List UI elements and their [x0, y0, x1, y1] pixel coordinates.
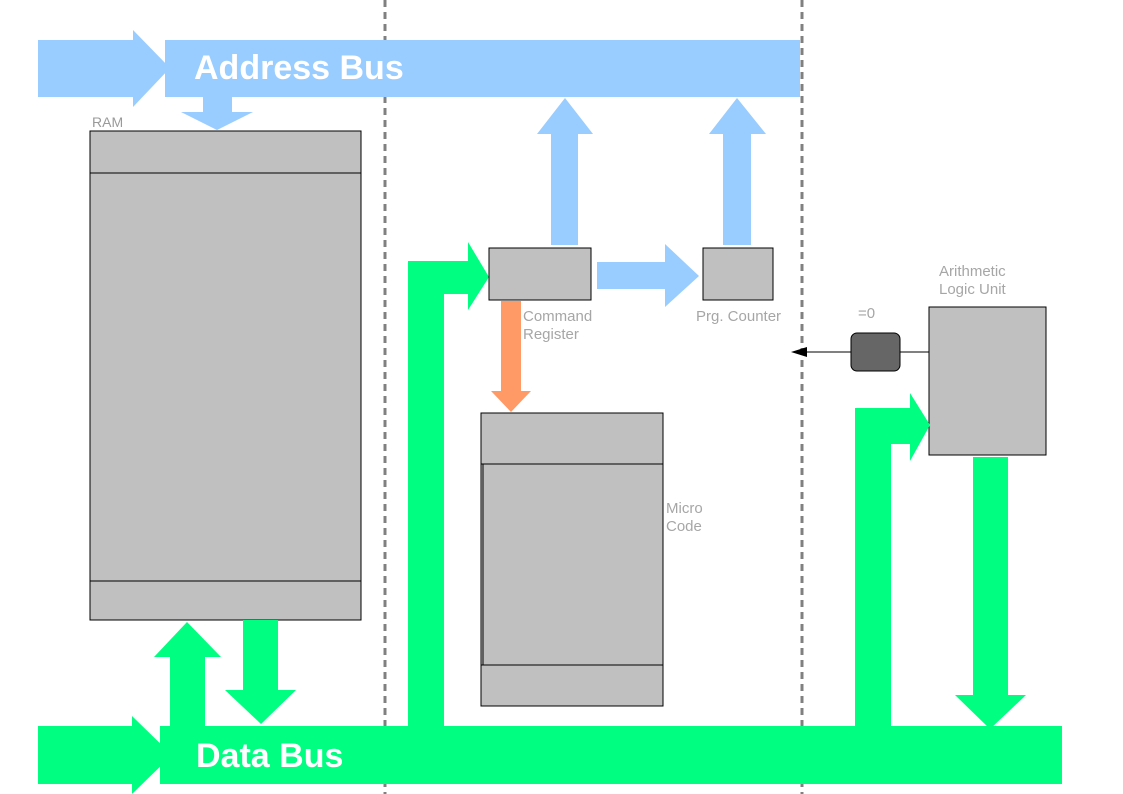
address-bus-body [165, 40, 800, 97]
ram-block [89, 130, 362, 621]
data-bus-body [160, 726, 1062, 784]
command-register-box [488, 247, 592, 301]
zero-flag-box [850, 332, 901, 372]
microcode-block [480, 412, 664, 707]
zero-flag-label: =0 [858, 305, 875, 322]
microcode-body [480, 412, 664, 707]
program-counter-label: Prg. Counter [696, 308, 781, 325]
address-bus-label: Address Bus [194, 49, 404, 87]
counter-to-address-arrow [709, 98, 766, 245]
data-bus-label: Data Bus [196, 737, 343, 775]
microcode-label-line1: Micro [666, 500, 703, 517]
address-bus: Address Bus [38, 30, 800, 107]
command-register-to-microcode-arrow [491, 301, 531, 412]
data-bus-arrow-head [132, 716, 172, 794]
ram-label: RAM [92, 114, 123, 130]
ram-body [89, 130, 362, 621]
command-register-to-address-arrow [537, 98, 593, 245]
command-register-to-counter-arrow [597, 244, 699, 307]
data-to-ram-arrow [154, 622, 221, 726]
address-bus-arrow-head [133, 30, 170, 107]
program-counter-box [702, 247, 774, 301]
data-bus: Data Bus [38, 716, 1062, 794]
zero-flag-arrow-head [791, 347, 807, 357]
ram-to-data-arrow [225, 620, 296, 724]
alu-to-data-arrow [955, 457, 1026, 729]
address-bus-tail [38, 40, 138, 97]
command-register-label-line2: Register [523, 326, 579, 343]
data-to-command-register-arrow [408, 242, 489, 726]
microcode-label-line2: Code [666, 518, 702, 535]
alu-label-line2: Logic Unit [939, 281, 1007, 298]
alu-label-line1: Arithmetic [939, 263, 1006, 280]
alu-box [928, 306, 1047, 456]
data-bus-tail [38, 726, 138, 784]
command-register-label-line1: Command [523, 308, 592, 325]
data-to-alu-arrow [855, 393, 930, 726]
address-to-ram-arrow [181, 97, 253, 130]
